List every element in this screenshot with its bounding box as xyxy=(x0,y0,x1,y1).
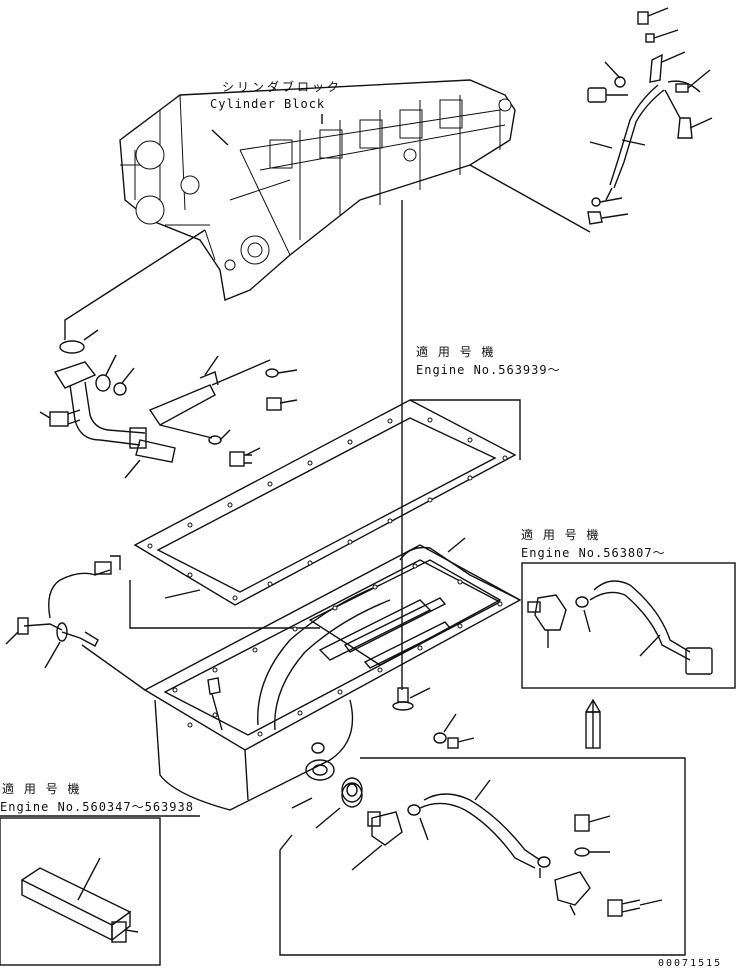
suction-pipe-assembly xyxy=(39,229,206,479)
cylinder-block xyxy=(119,79,516,301)
oil-pan-gasket xyxy=(133,399,517,606)
upgrade-arrow-shaft xyxy=(585,711,601,749)
gasket-bolt-holes xyxy=(147,417,508,601)
drawing-number: 00071515 xyxy=(658,958,723,969)
oil-level-sensor xyxy=(5,555,146,691)
variant-box-560347 xyxy=(0,817,161,966)
variant-563807-parts xyxy=(527,580,713,675)
callout-563807-jp: 適 用 号 機 xyxy=(521,528,602,542)
drain-ports xyxy=(291,742,363,829)
callout-560347-en: Engine No.560347〜563938 xyxy=(0,800,194,814)
callout-563939-en: Engine No.563939〜 xyxy=(416,363,561,377)
oil-pan-leader xyxy=(447,537,466,553)
callout-560347-jp: 適 用 号 機 xyxy=(2,782,83,796)
dipstick-leader xyxy=(469,164,591,233)
gasket-callout-bracket xyxy=(410,399,521,460)
detail-parts xyxy=(279,779,663,917)
callout-563939-jp: 適 用 号 機 xyxy=(416,345,497,359)
callout-563807-en: Engine No.563807〜 xyxy=(521,546,666,560)
bracket-assembly xyxy=(148,355,298,467)
block-label-leader xyxy=(211,129,229,146)
cylinder-block-label-jp: シリンダブロック xyxy=(222,80,343,94)
drain-plug xyxy=(392,687,475,749)
dipstick-assembly xyxy=(587,7,713,225)
gasket-leader-box xyxy=(129,580,320,629)
cylinder-block-label-en: Cylinder Block xyxy=(210,97,326,111)
variant-560347-parts xyxy=(20,857,139,943)
oil-pan xyxy=(143,544,522,811)
gasket-leader xyxy=(164,589,201,599)
detail-box-lower xyxy=(279,757,686,956)
variant-box-563807 xyxy=(521,562,736,689)
